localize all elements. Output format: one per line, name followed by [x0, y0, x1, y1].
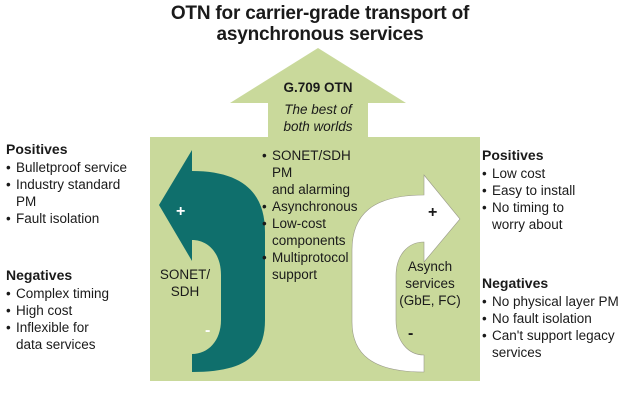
right-positive-item-2-line-1: worry about	[492, 217, 563, 232]
center-item-3: Multiprotocol support	[262, 249, 372, 283]
left-negatives-heading: Negatives	[6, 267, 73, 283]
right-negative-item-0: No physical layer PM	[482, 293, 638, 310]
g709-otn-label: G.709 OTN	[283, 80, 353, 95]
center-item-2: Low-cost components	[262, 215, 372, 249]
asynch-minus-sign: -	[408, 325, 414, 342]
right-negatives-list: No physical layer PMNo fault isolationCa…	[482, 293, 638, 361]
diagram-title-line1: OTN for carrier-grade transport of	[170, 3, 470, 24]
center-item-1-line-0: Asynchronous	[272, 199, 358, 214]
right-positive-item-0-line-0: Low cost	[492, 166, 546, 181]
asynch-label-line1: Asynch	[407, 259, 453, 274]
right-positive-item-1-line-0: Easy to install	[492, 183, 576, 198]
left-positive-item-1-line-0: Industry standard	[16, 177, 121, 192]
asynch-label-line2: services	[405, 276, 455, 291]
right-negative-item-0-line-0: No physical layer PM	[492, 294, 619, 309]
right-positive-item-2: No timing to worry about	[482, 199, 632, 233]
center-item-0-line-1: and alarming	[272, 182, 351, 197]
sonet-sdh-curved-arrow	[159, 150, 265, 372]
best-of-both-worlds-line1: The best of	[284, 102, 352, 117]
left-positive-item-0-line-0: Bulletproof service	[16, 160, 128, 175]
asynch-plus-sign: +	[428, 204, 438, 221]
center-item-3-line-0: Multiprotocol	[272, 250, 349, 265]
right-negatives-heading: Negatives	[482, 275, 549, 291]
diagram-title-line2: asynchronous services	[216, 24, 424, 45]
right-negative-item-1-line-0: No fault isolation	[492, 311, 592, 326]
center-item-1: Asynchronous	[262, 198, 372, 215]
center-item-0: SONET/SDH PM and alarming	[262, 147, 372, 198]
center-item-3-line-1: support	[272, 267, 318, 282]
left-positives-list: Bulletproof serviceIndustry standardPMFa…	[6, 159, 156, 227]
sonet-plus-sign: +	[176, 203, 186, 220]
otn-up-arrow	[230, 48, 406, 138]
left-positive-item-2-line-0: Fault isolation	[16, 211, 100, 226]
right-positive-item-0: Low cost	[482, 165, 632, 182]
center-item-2-line-1: components	[272, 233, 346, 248]
left-negative-item-0-line-0: Complex timing	[16, 286, 110, 301]
right-positive-item-1: Easy to install	[482, 182, 632, 199]
left-negative-item-0: Complex timing	[6, 285, 156, 302]
right-positive-item-2-line-0: No timing to	[492, 200, 565, 215]
right-negative-item-1: No fault isolation	[482, 310, 638, 327]
center-item-2-line-0: Low-cost	[272, 216, 327, 231]
sonet-sdh-label-line1: SONET/	[159, 267, 211, 282]
left-positives-heading: Positives	[6, 141, 68, 157]
best-of-both-worlds-line2: both worlds	[283, 119, 353, 134]
left-positive-item-1-line-1: PM	[16, 194, 37, 209]
right-negative-item-2: Can't support legacy services	[482, 327, 638, 361]
right-positives-list: Low costEasy to install No timing to worry…	[482, 165, 632, 233]
left-negatives-list: Complex timingHigh costInflexible for dat…	[6, 285, 156, 353]
left-negative-item-2: Inflexible for data services	[6, 319, 156, 353]
sonet-sdh-label-line2: SDH	[170, 284, 200, 299]
left-positive-item-2: Fault isolation	[6, 210, 156, 227]
left-positive-item-0: Bulletproof service	[6, 159, 156, 176]
left-negative-item-2-line-0: Inflexible for	[16, 320, 89, 335]
right-positives-heading: Positives	[482, 147, 544, 163]
left-negative-item-2-line-1: data services	[16, 337, 96, 352]
right-negative-item-2-line-0: Can't support legacy	[492, 328, 615, 343]
center-item-0-line-0: SONET/SDH PM	[272, 148, 351, 180]
right-negative-item-2-line-1: services	[492, 345, 542, 360]
asynch-label-line3: (GbE, FC)	[399, 293, 461, 308]
sonet-minus-sign: -	[205, 322, 211, 339]
left-negative-item-1: High cost	[6, 302, 156, 319]
left-negative-item-1-line-0: High cost	[16, 303, 73, 318]
